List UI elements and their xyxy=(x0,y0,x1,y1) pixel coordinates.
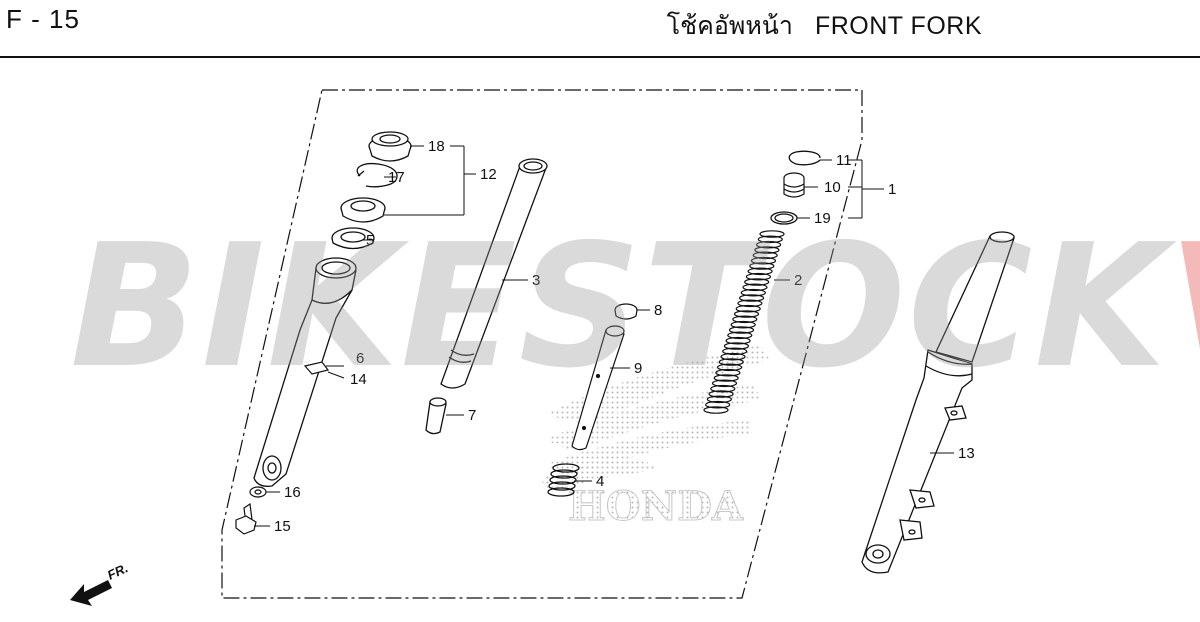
callout-15: 15 xyxy=(274,518,291,535)
spring-coil xyxy=(718,358,744,366)
callout-19: 19 xyxy=(814,210,831,227)
title-thai: โช้คอัพหน้า xyxy=(666,12,793,40)
front-direction-label: FR. xyxy=(105,560,130,582)
honda-logo-text: HONDA xyxy=(568,483,744,530)
callout-4: 4 xyxy=(596,473,604,490)
spring-coil xyxy=(757,235,783,244)
part-oil-seal xyxy=(340,197,386,223)
spring-coil xyxy=(713,374,739,382)
callout-11: 11 xyxy=(836,152,852,169)
spring-coil xyxy=(703,406,729,414)
spring-coil xyxy=(716,363,743,372)
spring-coil xyxy=(759,230,785,238)
spring-coil xyxy=(732,315,758,324)
part-o-ring xyxy=(770,211,798,225)
honda-wing-logo: HONDA xyxy=(540,345,770,531)
title-english: FRONT FORK xyxy=(814,12,982,40)
spring-coil xyxy=(740,288,766,297)
spring-coil xyxy=(749,262,775,270)
part-piston-ring xyxy=(614,303,638,320)
page-title: โช้คอัพหน้า FRONT FORK xyxy=(667,6,982,46)
part-backup-ring xyxy=(331,227,375,250)
front-arrow-icon xyxy=(70,580,112,606)
spring-coil xyxy=(744,278,770,286)
part-circlip xyxy=(788,150,821,166)
part-fork-spring xyxy=(703,230,785,414)
part-stopper-ring xyxy=(356,162,398,188)
spring-coil xyxy=(752,251,778,260)
part-dust-seal xyxy=(368,131,412,162)
callout-9: 9 xyxy=(634,360,642,377)
callout-16: 16 xyxy=(284,484,301,501)
part-fork-bolt xyxy=(783,172,805,198)
part-right-fork-assembly xyxy=(861,231,1015,574)
part-sealing-washer xyxy=(249,486,267,498)
callout-2: 2 xyxy=(794,272,802,289)
callout-6: 6 xyxy=(356,350,364,367)
leader-lines xyxy=(254,145,954,527)
spring-coil xyxy=(727,331,753,340)
spring-coil xyxy=(720,352,746,361)
callout-10: 10 xyxy=(824,179,841,196)
callout-5: 5 xyxy=(366,232,374,249)
part-rebound-spring xyxy=(547,463,580,497)
spring-coil xyxy=(755,240,782,249)
callout-7: 7 xyxy=(468,407,476,424)
part-oil-lock-piece xyxy=(303,361,330,375)
callout-18: 18 xyxy=(428,138,445,155)
spring-coil xyxy=(728,326,755,334)
spring-coil xyxy=(708,390,734,398)
callout-13: 13 xyxy=(958,445,975,462)
spring-coil xyxy=(725,336,751,345)
spring-coil xyxy=(730,320,756,329)
part-fork-slider xyxy=(253,257,357,487)
spring-coil xyxy=(747,267,773,276)
spring-coil xyxy=(735,304,761,313)
callout-12: 12 xyxy=(480,166,497,183)
spring-coil xyxy=(742,283,768,292)
callout-17: 17 xyxy=(388,169,405,186)
assembly-frame xyxy=(221,89,863,599)
spring-coil xyxy=(723,342,750,350)
spring-coil xyxy=(737,299,763,308)
front-direction-indicator: FR. xyxy=(70,560,130,606)
spring-coil xyxy=(710,384,736,393)
callout-1: 1 xyxy=(888,181,896,198)
spring-coil xyxy=(745,272,772,281)
spring-coil xyxy=(705,400,731,409)
callout-8: 8 xyxy=(654,302,662,319)
callout-3: 3 xyxy=(532,272,540,289)
part-fork-piston xyxy=(571,325,625,451)
spring-coil xyxy=(750,256,777,265)
part-fork-pipe xyxy=(440,158,548,389)
spring-coil xyxy=(754,246,780,254)
spring-coil xyxy=(715,368,741,377)
part-socket-bolt xyxy=(235,502,257,535)
spring-coil xyxy=(733,310,760,318)
page-code: F - 15 xyxy=(6,4,80,34)
callout-14: 14 xyxy=(350,371,367,388)
spring-coil xyxy=(738,294,765,302)
spring-coil xyxy=(722,347,748,356)
spring-coil xyxy=(711,379,738,388)
header-rule xyxy=(0,56,1200,58)
part-oil-lock-piece-collar xyxy=(425,397,447,435)
callout-labels: 18 17 12 5 6 14 16 15 3 7 8 9 4 11 10 1 … xyxy=(274,138,975,535)
spring-coil xyxy=(706,395,733,404)
